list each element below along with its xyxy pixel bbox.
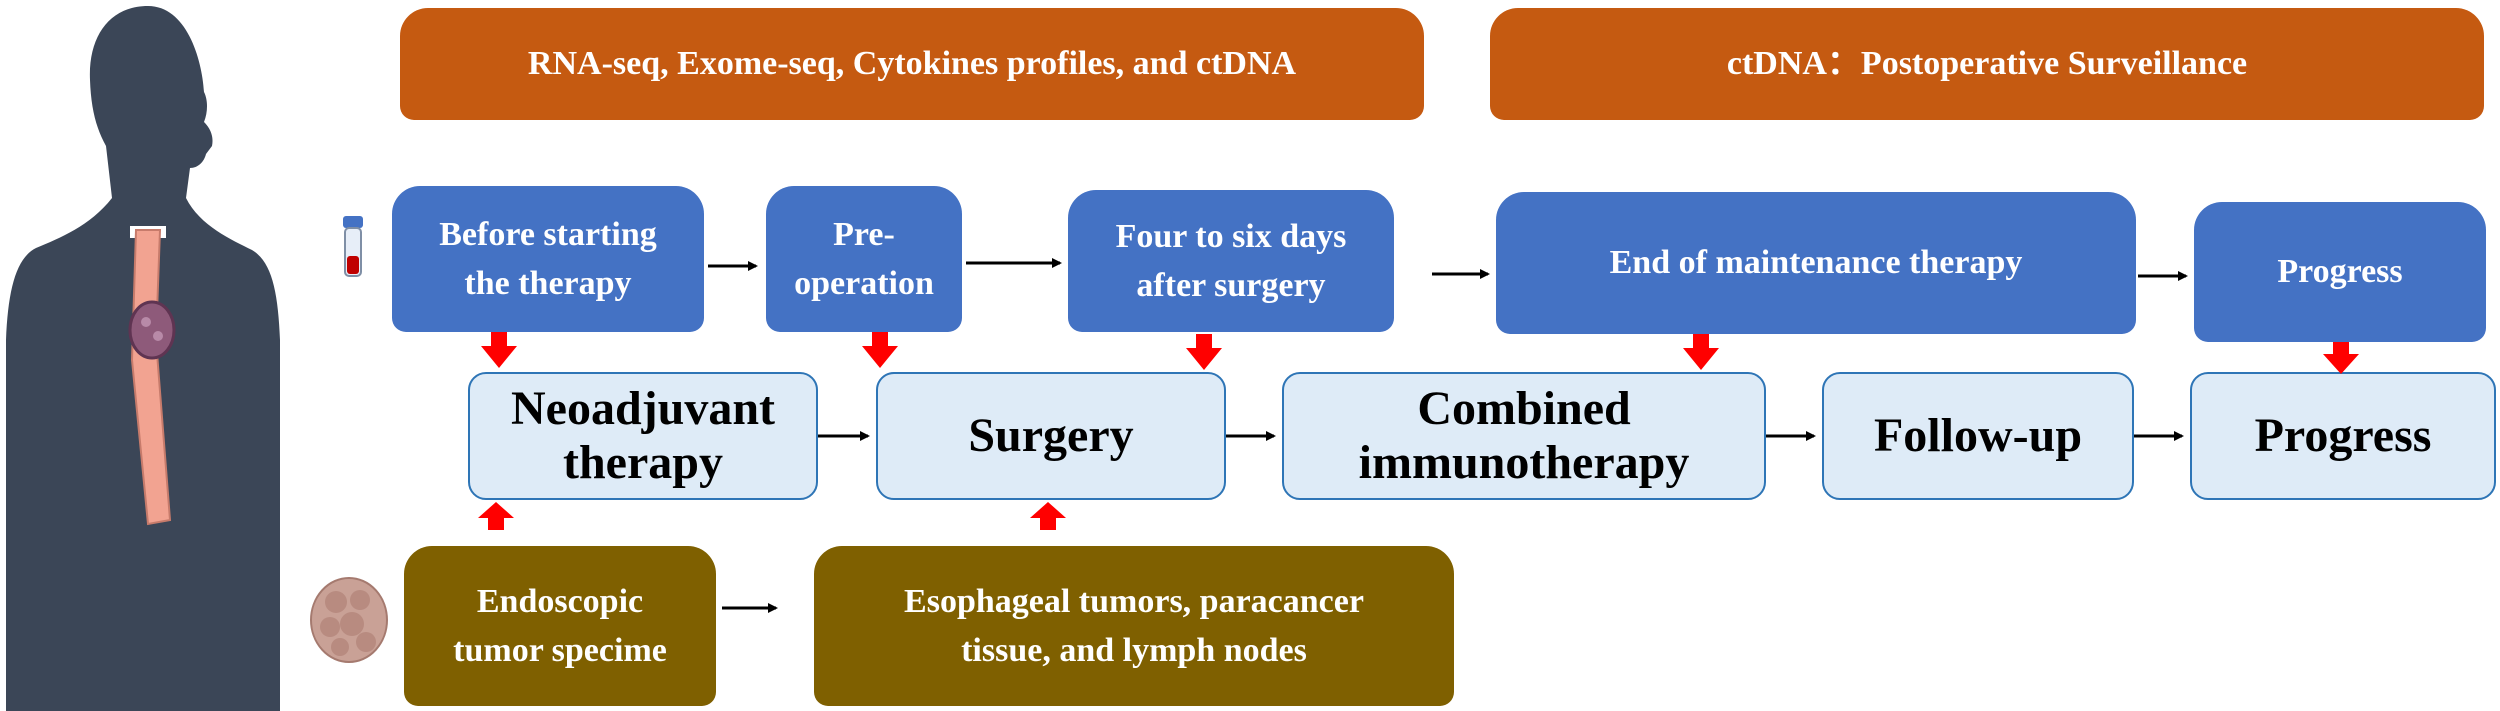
blood-tube-icon — [343, 216, 363, 277]
tissue-endoscopic-specimen: Endoscopic tumor specime — [404, 546, 716, 706]
sampling-end-maintenance: End of maintenance therapy — [1496, 192, 2136, 334]
red-arrow-up-2 — [1030, 502, 1066, 530]
sampling-before-therapy: Before starting the therapy — [392, 186, 704, 332]
omics-banner: RNA-seq, Exome-seq, Cytokines profiles, … — [400, 8, 1424, 120]
stage-follow-up: Follow-up — [1822, 372, 2134, 500]
stage-combined-immunotherapy: Combined immunotherapy — [1282, 372, 1766, 500]
surveillance-banner: ctDNA：Postoperative Surveillance — [1490, 8, 2484, 120]
tissue-esophageal-samples: Esophageal tumors, paracancer tissue, an… — [814, 546, 1454, 706]
stage-neoadjuvant-therapy: Neoadjuvant therapy — [468, 372, 818, 500]
red-arrow-up-1 — [478, 502, 514, 530]
red-arrow-down-5 — [2323, 342, 2359, 374]
red-arrow-down-4 — [1683, 334, 1719, 370]
red-arrow-down-3 — [1186, 334, 1222, 370]
tissue-sample-icon — [310, 577, 388, 663]
red-arrow-down-2 — [862, 332, 898, 368]
stage-surgery: Surgery — [876, 372, 1226, 500]
sampling-after-surgery: Four to six days after surgery — [1068, 190, 1394, 332]
human-silhouette-icon — [6, 6, 280, 711]
red-arrow-down-1 — [481, 332, 517, 368]
sampling-pre-operation: Pre- operation — [766, 186, 962, 332]
sampling-progress: Progress — [2194, 202, 2486, 342]
stage-progress: Progress — [2190, 372, 2496, 500]
